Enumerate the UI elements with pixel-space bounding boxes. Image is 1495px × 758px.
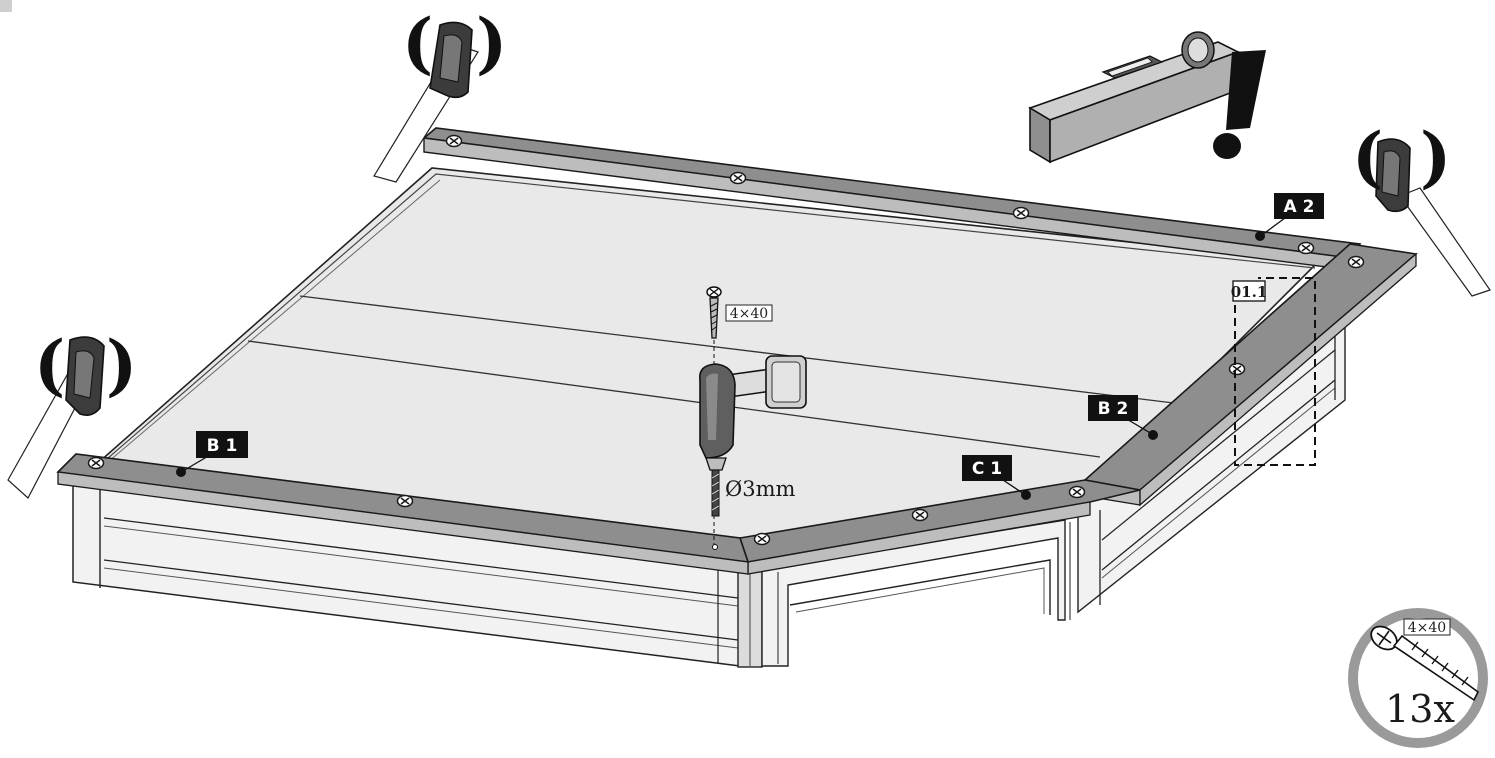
shake-paren-open: ( xyxy=(34,326,65,404)
detail-ref-text: 01.1 xyxy=(1231,283,1268,301)
entry-opening-wall xyxy=(761,519,1071,667)
corner-tab xyxy=(0,0,12,12)
label-c1-text: C 1 xyxy=(972,459,1002,479)
screw-head xyxy=(1347,255,1365,269)
screw-head xyxy=(1068,485,1086,499)
screw-head xyxy=(1228,362,1246,376)
screw-icon xyxy=(706,286,722,339)
rail-screws xyxy=(87,134,1365,546)
corner-post-front xyxy=(737,564,763,668)
front-wall xyxy=(72,482,741,667)
hardware-count-badge: 4×40 13x xyxy=(1348,608,1488,748)
shake-paren-close: ) xyxy=(106,326,137,404)
corner-tool-right: ( ) xyxy=(1352,118,1491,297)
drill-icon xyxy=(699,355,807,517)
shake-paren-open: ( xyxy=(1352,118,1383,196)
plank-seam xyxy=(247,340,1101,458)
label-a2-text: A 2 xyxy=(1284,197,1315,217)
screw-size-text: 4×40 xyxy=(730,306,768,322)
rail-a2 xyxy=(422,127,1362,271)
label-b2: B 2 xyxy=(1088,395,1158,440)
drill-bit-size: Ø3mm xyxy=(725,477,795,501)
screw-head xyxy=(753,532,771,546)
shake-paren-open: ( xyxy=(402,4,433,82)
shake-paren-close: ) xyxy=(1420,118,1451,196)
badge-size-tag xyxy=(1403,618,1451,636)
badge-screw-icon xyxy=(1370,625,1480,702)
badge-quantity: 13x xyxy=(1385,687,1455,731)
screw-head xyxy=(396,494,414,508)
label-c1: C 1 xyxy=(962,455,1031,500)
screw-head xyxy=(445,134,463,148)
label-b2-text: B 2 xyxy=(1098,399,1129,419)
label-b1-text: B 1 xyxy=(207,436,238,456)
corner-tool-top: ( ) xyxy=(373,4,507,183)
screw-head xyxy=(87,456,105,470)
warning-exclamation-icon xyxy=(1213,50,1266,159)
screw-head xyxy=(1297,241,1315,255)
spirit-level-icon xyxy=(1028,31,1241,164)
screw-head xyxy=(911,508,929,522)
screw-head xyxy=(1012,206,1030,220)
rail-b1 xyxy=(56,453,750,575)
label-a2: A 2 xyxy=(1255,193,1324,241)
badge-size-text: 4×40 xyxy=(1408,620,1446,636)
label-b1: B 1 xyxy=(176,431,248,477)
detail-ref-tag xyxy=(1232,280,1266,302)
corner-tool-left: ( ) xyxy=(7,326,137,499)
plank-seam xyxy=(299,295,1191,406)
shake-paren-close: ) xyxy=(476,4,507,82)
screw-size-tag xyxy=(725,304,773,322)
pilot-hole xyxy=(712,544,718,550)
detail-box-01-1: 01.1 xyxy=(1231,277,1316,466)
screw-head xyxy=(729,171,747,185)
